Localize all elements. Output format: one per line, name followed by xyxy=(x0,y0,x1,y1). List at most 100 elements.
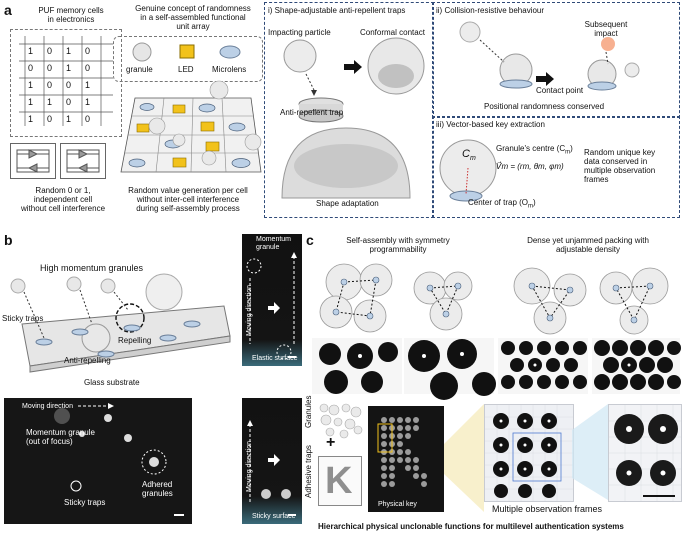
puf-cell: 0 xyxy=(28,63,34,73)
grid-lines xyxy=(19,36,113,126)
panel-b-label: b xyxy=(4,232,13,248)
micrograph-strip xyxy=(312,338,681,400)
arrow-right-icon xyxy=(536,72,554,86)
circuit-cell-2 xyxy=(60,143,106,179)
sticky-traps: Sticky traps xyxy=(2,314,44,323)
legend-led: LED xyxy=(178,65,194,74)
figure-caption: Hierarchical physical unclonable functio… xyxy=(318,522,624,531)
anti-repelling: Anti-repelling xyxy=(64,356,111,365)
puf-title: PUF memory cells in electronics xyxy=(38,6,104,24)
elastic-surface: Elastic surface xyxy=(252,355,298,362)
multiple-frames: Multiple observation frames xyxy=(492,504,603,514)
puf-cell: 0 xyxy=(66,80,72,90)
panel-a-label: a xyxy=(4,2,12,18)
collision-illustration xyxy=(459,21,640,91)
title-right: Dense yet unjammed packing with adjustab… xyxy=(527,236,649,254)
puf-cell: 1 xyxy=(85,80,91,90)
anti-repellent-illustration xyxy=(281,37,425,199)
moving-direction-3: Moving direction xyxy=(245,441,253,492)
high-momentum: High momentum granules xyxy=(40,263,144,273)
granules-label: Granules xyxy=(304,395,313,428)
sub-iii-title: iii) Vector-based key extraction xyxy=(436,120,545,129)
puf-memory-grid: 1 0 1 0 0 0 1 0 1 0 0 1 1 1 0 1 1 0 1 0 xyxy=(10,29,122,137)
puf-cell: 1 xyxy=(47,97,53,107)
legend-microlens: Microlens xyxy=(212,65,247,74)
puf-cell: 1 xyxy=(66,63,72,73)
transistor-icon xyxy=(16,149,50,173)
led-icon xyxy=(179,44,195,59)
physical-key-photo: Physical key xyxy=(368,406,444,512)
positional-randomness: Positional randomness conserved xyxy=(484,102,605,111)
subpanel-iii xyxy=(432,116,680,218)
granule-centre: Granule's centre (Cm) xyxy=(496,144,573,156)
puf-cell: 0 xyxy=(47,114,53,124)
shape-adaptation: Shape adaptation xyxy=(316,199,379,208)
genuine-title: Genuine concept of randomness in a self-… xyxy=(135,4,251,31)
puf-cell: 1 xyxy=(66,46,72,56)
puf-cell: 1 xyxy=(28,114,34,124)
sticky-traps-photo: Moving direction Momentum granule (out o… xyxy=(4,398,192,524)
granule-icon xyxy=(132,42,152,62)
transistor-icon xyxy=(66,149,100,173)
arrow-right-icon xyxy=(268,454,280,466)
plus-sign: + xyxy=(326,434,336,451)
title-left: Self-assembly with symmetry programmabil… xyxy=(346,236,450,254)
arrow-right-icon xyxy=(344,60,362,74)
granules-cluster xyxy=(319,403,363,439)
self-assembled-array xyxy=(120,80,262,173)
packing-diagrams xyxy=(319,263,669,335)
sticky-traps-2: Sticky traps xyxy=(64,498,106,507)
moving-direction-2: Moving direction xyxy=(22,403,73,410)
momentum-oof: Momentum granule (out of focus) xyxy=(26,428,95,446)
puf-cell: 0 xyxy=(47,46,53,56)
puf-cell: 0 xyxy=(47,63,53,73)
puf-cell: 0 xyxy=(85,114,91,124)
sticky-surface-photo: Moving direction Sticky surface xyxy=(242,398,302,524)
conformal-contact: Conformal contact xyxy=(360,28,425,37)
panel-c-label: c xyxy=(306,232,314,248)
impacting-particle: Impacting particle xyxy=(268,28,331,37)
random-caption: Random 0 or 1, independent cell without … xyxy=(20,186,106,213)
puf-cell: 1 xyxy=(85,97,91,107)
microlens-icon xyxy=(219,45,241,59)
random-value-caption: Random value generation per cell without… xyxy=(128,186,248,213)
arrow-right-icon xyxy=(268,302,280,314)
moving-direction-label: Moving direction xyxy=(245,285,253,336)
puf-cell: 0 xyxy=(66,97,72,107)
vector-equation: V⃗m = (rm, θm, φm) xyxy=(496,162,564,171)
subsequent-impact: Subsequent impact xyxy=(584,20,628,38)
puf-cell: 0 xyxy=(47,80,53,90)
puf-cell: 1 xyxy=(28,97,34,107)
vector-illustration xyxy=(439,139,497,202)
random-key-caption: Random unique key data conserved in mult… xyxy=(584,148,656,184)
physical-key: Physical key xyxy=(378,501,417,508)
contact-point: Contact point xyxy=(536,86,584,95)
puf-cell: 0 xyxy=(85,46,91,56)
glass-substrate: Glass substrate xyxy=(84,378,140,387)
puf-cell: 0 xyxy=(85,63,91,73)
legend-granule: granule xyxy=(126,65,153,74)
adhered-granules: Adhered granules xyxy=(142,480,173,498)
glass-substrate-illustration xyxy=(10,273,231,373)
zoom-cone-2 xyxy=(572,404,608,500)
adhesive-traps-label: Adhesive traps xyxy=(304,445,313,498)
observation-frame-1 xyxy=(484,404,574,502)
sticky-surface: Sticky surface xyxy=(252,513,296,520)
puf-cell: 1 xyxy=(66,114,72,124)
anti-repellent-trap: Anti-repellent trap xyxy=(280,108,344,117)
puf-cell: 1 xyxy=(28,80,34,90)
elastic-surface-photo: Momentum granule Moving direction Elasti… xyxy=(242,234,302,366)
subpanel-ii xyxy=(432,2,680,118)
legend-box: granule LED Microlens xyxy=(113,36,263,82)
sub-ii-title: ii) Collision-resistive behaviour xyxy=(436,6,545,15)
circuit-cell-1 xyxy=(10,143,56,179)
k-letter: K xyxy=(325,460,353,502)
cm-label: Cm xyxy=(462,148,476,163)
sub-i-title: i) Shape-adjustable anti-repellent traps xyxy=(268,6,406,15)
puf-cell: 1 xyxy=(28,46,34,56)
observation-frame-2 xyxy=(608,404,682,502)
repelling: Repelling xyxy=(118,336,152,345)
subpanel-i xyxy=(264,2,434,218)
zoom-cone xyxy=(444,404,484,512)
center-trap: Center of trap (Om) xyxy=(468,198,536,210)
